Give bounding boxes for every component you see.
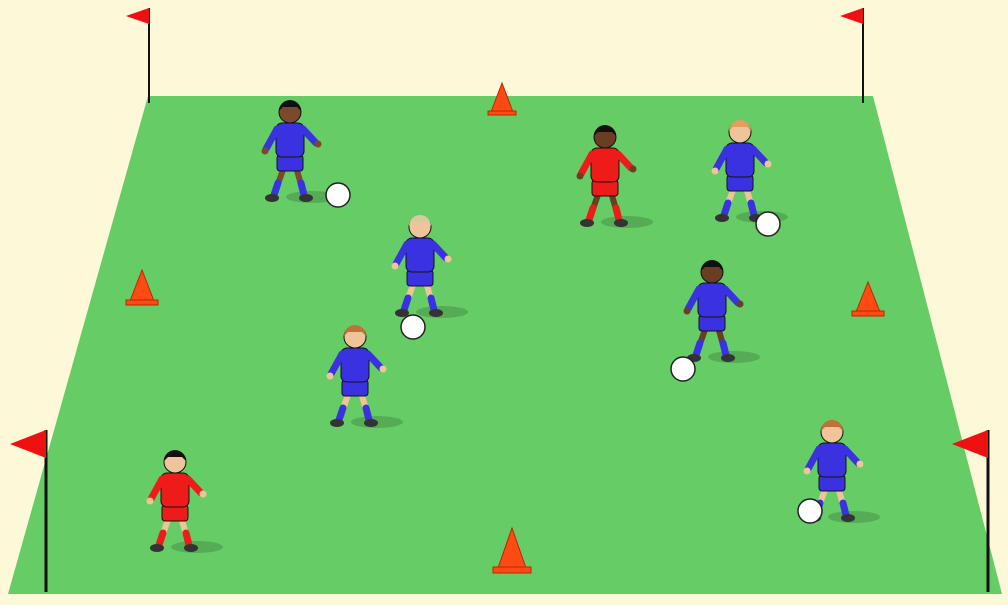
soccer-ball xyxy=(798,499,822,523)
soccer-ball xyxy=(326,183,350,207)
soccer-ball xyxy=(401,315,425,339)
soccer-ball xyxy=(671,357,695,381)
soccer-ball xyxy=(756,212,780,236)
